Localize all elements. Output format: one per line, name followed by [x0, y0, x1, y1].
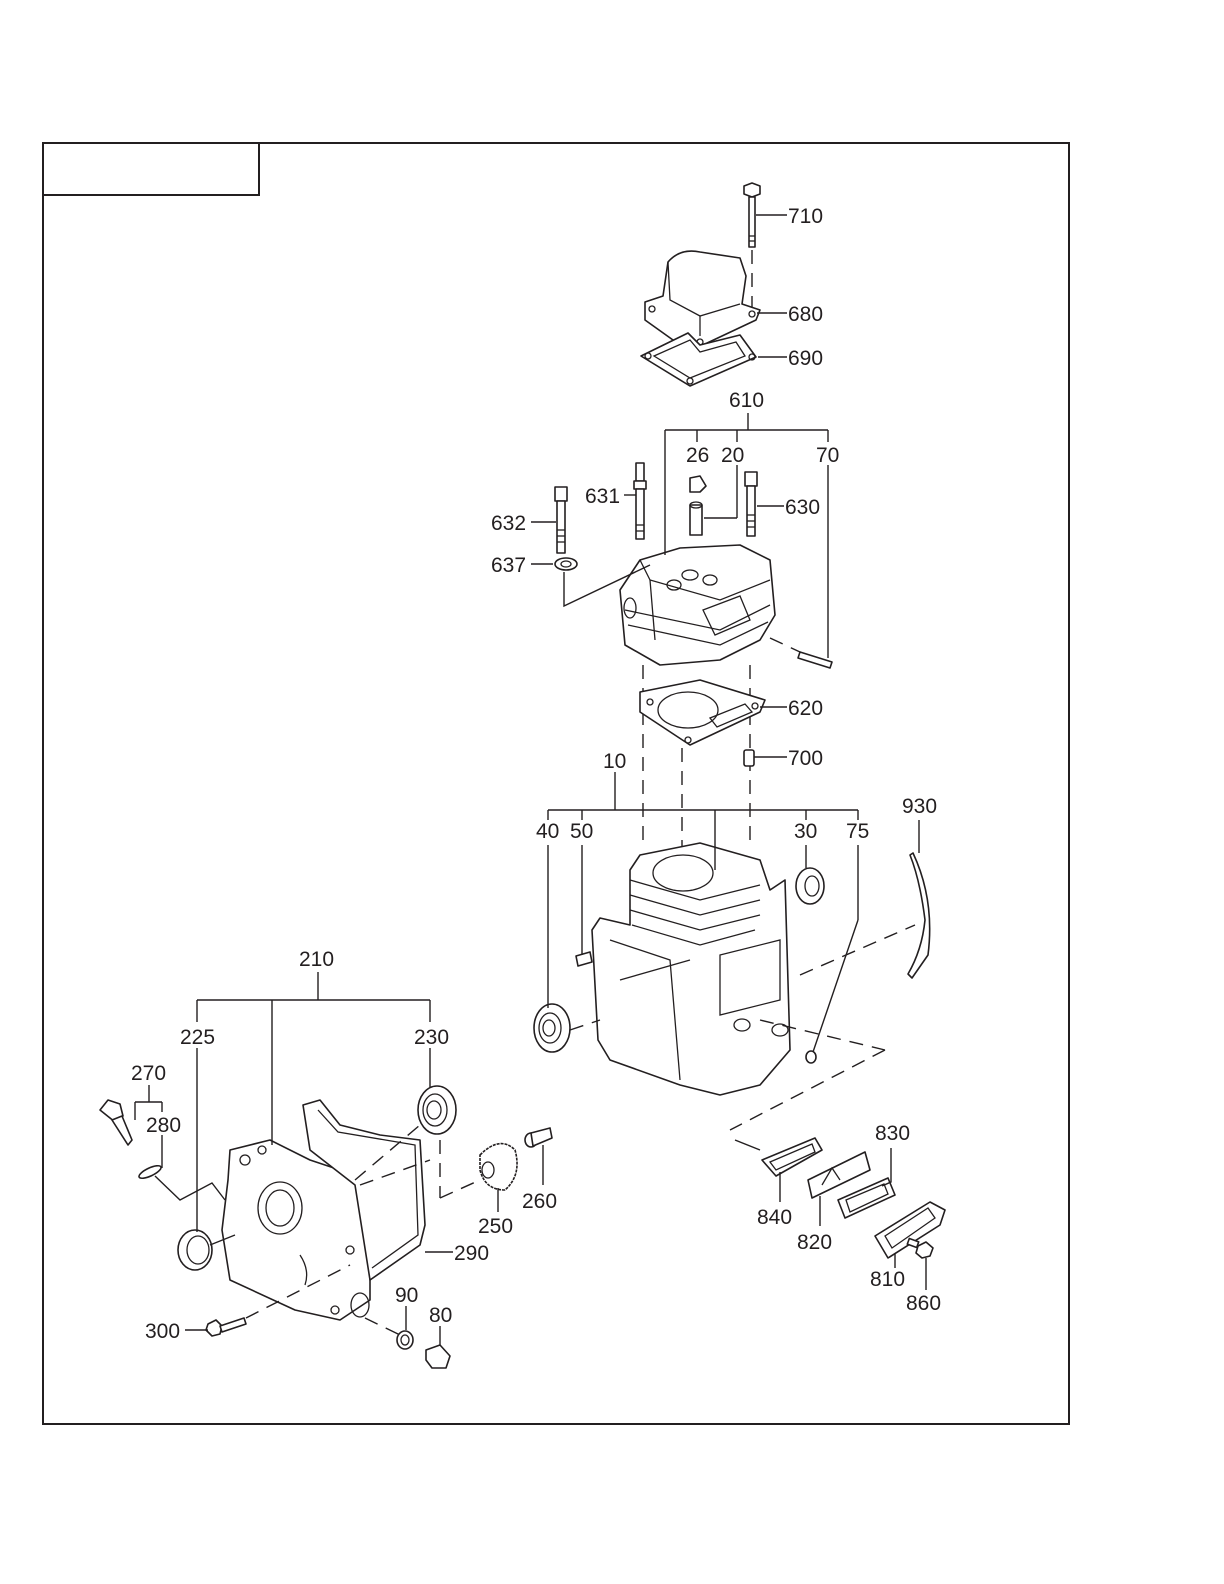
callout-80: 80	[429, 1304, 452, 1327]
drain-plug-80[interactable]	[425, 1344, 451, 1369]
callout-75: 75	[846, 820, 869, 843]
callout-700: 700	[788, 747, 823, 770]
callout-830: 830	[875, 1122, 910, 1145]
breather-cover-810[interactable]	[874, 1201, 946, 1259]
crankcase-cover-210[interactable]	[221, 1139, 371, 1321]
head-bolt-631[interactable]	[633, 462, 647, 540]
callout-50: 50	[570, 820, 593, 843]
plug-75[interactable]	[805, 1050, 817, 1064]
callout-280: 280	[146, 1114, 181, 1137]
nut-26[interactable]	[689, 475, 707, 493]
callout-26: 26	[686, 444, 709, 467]
callout-250: 250	[478, 1215, 513, 1238]
breather-plate-820[interactable]	[807, 1151, 871, 1199]
callout-70: 70	[816, 444, 839, 467]
callout-680: 680	[788, 303, 823, 326]
tube-930[interactable]	[907, 852, 931, 979]
rocker-cover-gasket-690[interactable]	[640, 332, 757, 387]
dowel-pin-700[interactable]	[743, 749, 755, 767]
gasket-90[interactable]	[396, 1330, 414, 1350]
rocker-cover-680[interactable]	[644, 250, 761, 349]
pipe-20[interactable]	[689, 501, 703, 536]
bolt-710[interactable]	[743, 182, 761, 248]
callout-860: 860	[906, 1292, 941, 1315]
callout-210: 210	[299, 948, 334, 971]
callout-630: 630	[785, 496, 820, 519]
callout-690: 690	[788, 347, 823, 370]
title-box	[42, 142, 260, 196]
callout-632: 632	[491, 512, 526, 535]
bearing-230[interactable]	[417, 1085, 457, 1135]
gasket-840[interactable]	[761, 1137, 823, 1177]
bolt-632[interactable]	[554, 486, 568, 554]
diagram-frame	[42, 142, 1070, 1425]
oil-seal-30[interactable]	[795, 867, 825, 905]
oil-gauge-270[interactable]	[99, 1099, 133, 1146]
callout-labels: 710 680 690 610 26 20 70 631 632 630 637…	[131, 205, 941, 1343]
callout-290: 290	[454, 1242, 489, 1265]
callout-30: 30	[794, 820, 817, 843]
callout-620: 620	[788, 697, 823, 720]
callout-610: 610	[729, 389, 764, 412]
callout-300: 300	[145, 1320, 180, 1343]
leader-lines	[134, 214, 927, 1346]
oil-seal-225[interactable]	[177, 1229, 213, 1271]
governor-gear-250[interactable]	[479, 1142, 518, 1191]
callout-270: 270	[131, 1062, 166, 1085]
callout-10: 10	[603, 750, 626, 773]
callout-637: 637	[491, 554, 526, 577]
head-bolt-630[interactable]	[744, 471, 758, 537]
callout-930: 930	[902, 795, 937, 818]
callout-40: 40	[536, 820, 559, 843]
callout-230: 230	[414, 1026, 449, 1049]
cylinder-head-610[interactable]	[619, 544, 776, 666]
callout-20: 20	[721, 444, 744, 467]
shaft-260[interactable]	[524, 1127, 553, 1148]
bolt-300[interactable]	[205, 1317, 247, 1337]
gasket-830[interactable]	[837, 1177, 896, 1219]
head-gasket-620[interactable]	[639, 679, 766, 746]
crankcase-gasket-290[interactable]	[302, 1099, 426, 1281]
callout-225: 225	[180, 1026, 215, 1049]
callout-631: 631	[585, 485, 620, 508]
callout-90: 90	[395, 1284, 418, 1307]
callout-710: 710	[788, 205, 823, 228]
pin-50[interactable]	[575, 951, 593, 967]
bolt-860[interactable]	[906, 1237, 934, 1259]
callout-810: 810	[870, 1268, 905, 1291]
callout-260: 260	[522, 1190, 557, 1213]
bearing-40[interactable]	[533, 1003, 571, 1053]
washer-637[interactable]	[554, 557, 578, 571]
stud-bolt-70[interactable]	[797, 651, 833, 669]
callout-820: 820	[797, 1231, 832, 1254]
o-ring-280[interactable]	[137, 1163, 162, 1180]
cylinder-block-10[interactable]	[591, 842, 791, 1096]
callout-840: 840	[757, 1206, 792, 1229]
